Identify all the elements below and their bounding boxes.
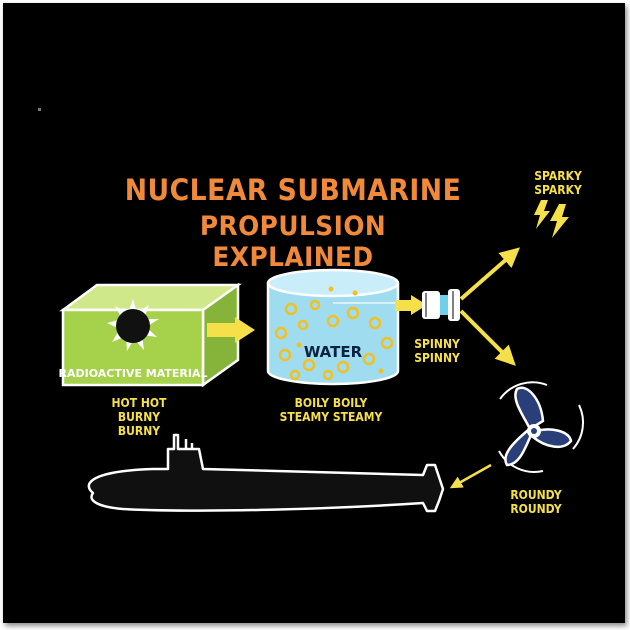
boiler-caption-line-2: STEAMY STEAMY [279,410,383,424]
title-line-1: NUCLEAR SUBMARINE [124,173,462,207]
turbine-caption: SPINNY SPINNY [410,337,464,365]
turbine-caption-line-2: SPINNY [414,351,460,365]
diagram-canvas: NUCLEAR SUBMARINE PROPULSION EXPLAINED R… [3,3,625,623]
generator-caption-line-2: SPARKY [534,183,582,197]
water-tank: WATER [266,268,400,386]
boiler-caption: BOILY BOILY STEAMY STEAMY [277,396,385,424]
reactor-caption-line-2: BURNY BURNY [117,410,161,438]
propeller-icon [498,381,584,473]
title-line-2: PROPULSION EXPLAINED [199,211,387,273]
reactor-caption: HOT HOT BURNY BURNY [96,396,182,438]
reactor-box-label: RADIOACTIVE MATERIAL [58,367,207,380]
submarine-silhouette [87,433,445,513]
reactor-caption-line-1: HOT HOT [111,396,167,410]
bubbles [274,299,394,381]
arrow-reactor-to-tank [207,317,255,343]
arrow-to-propeller [459,309,516,366]
arrow-propeller-to-submarine [449,463,492,489]
generator-caption-line-1: SPARKY [534,169,582,183]
propeller-caption-line-2: ROUNDY [510,502,562,516]
boiler-caption-line-1: BOILY BOILY [294,396,368,410]
arrow-to-generator [459,247,521,301]
generator-caption: SPARKY SPARKY [527,169,590,197]
propeller-caption: ROUNDY ROUNDY [505,488,568,516]
propeller-caption-line-1: ROUNDY [510,488,562,502]
arrow-tank-to-turbine [395,295,427,315]
radiation-burst-icon [107,299,159,351]
turbine-caption-line-1: SPINNY [414,337,460,351]
turbine [422,289,460,321]
speck [38,108,41,111]
lightning-bolt-icon [534,200,569,238]
reactor-box: RADIOACTIVE MATERIAL [58,282,242,388]
diagram-art: RADIOACTIVE MATERIAL [38,108,584,513]
water-label: WATER [304,343,363,361]
